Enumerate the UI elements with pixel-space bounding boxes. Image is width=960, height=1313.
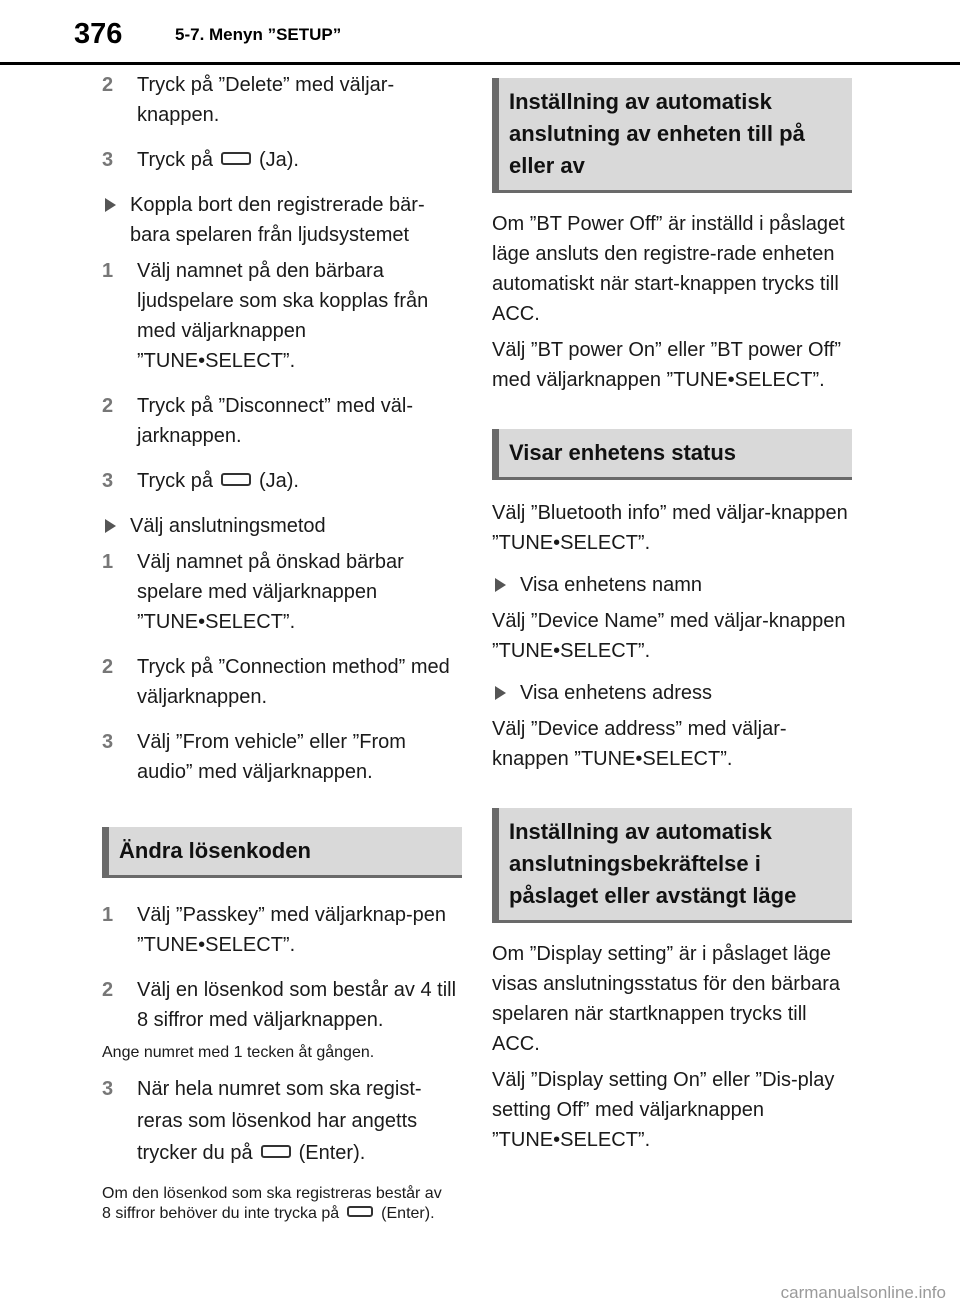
paragraph-device-name: Välj ”Device Name” med väljar-knappen ”T… (492, 610, 846, 662)
button-icon (347, 1206, 374, 1218)
step-disconnect: 2 Tryck på ”Disconnect” med väl-jarknapp… (102, 391, 462, 451)
step-digits: 2 Välj en lösenkod som består av 4 till … (102, 975, 462, 1035)
step-select-player: 1 Välj namnet på den bärbara ljudspelare… (102, 256, 462, 376)
paragraph-bt-power-off: Om ”BT Power Off” är inställd i påslaget… (492, 213, 845, 325)
subheading-device-address: Visa enhetens adress (492, 678, 852, 708)
step-number: 1 (102, 551, 114, 573)
section-title: 5-7. Menyn ”SETUP” (175, 25, 342, 44)
heading-connection-confirmation: Inställning av automatisk anslutningsbek… (492, 808, 852, 923)
step-number: 3 (102, 470, 114, 492)
right-column: Inställning av automatisk anslutning av … (492, 70, 852, 1161)
note-one-char: Ange numret med 1 tecken åt gången. (102, 1044, 375, 1061)
step-text: När hela numret som ska regist-reras som… (137, 1078, 422, 1164)
step-confirm-yes: 3 Tryck på (Ja). (102, 466, 462, 496)
triangle-bullet-icon (105, 198, 116, 212)
heading-device-status: Visar enhetens status (492, 429, 852, 480)
step-text: Tryck på (137, 149, 213, 171)
button-icon (220, 152, 251, 166)
note-text: Om den lösenkod som ska registreras best… (102, 1185, 442, 1222)
step-number: 2 (102, 74, 114, 96)
subheading-text: Välj anslutningsmetod (130, 515, 326, 537)
step-confirm-yes: 3 Tryck på (Ja). (102, 145, 462, 175)
step-connection-method: 2 Tryck på ”Connection method” med välja… (102, 652, 462, 712)
button-icon (220, 473, 251, 487)
step-text: Välj ”From vehicle” eller ”From audio” m… (137, 731, 406, 783)
button-icon (260, 1145, 291, 1159)
step-passkey: 1 Välj ”Passkey” med väljarknap-pen ”TUN… (102, 900, 462, 960)
step-delete: 2 Tryck på ”Delete” med väljar-knappen. (102, 70, 462, 130)
step-number: 1 (102, 260, 114, 282)
page-header: 376 5-7. Menyn ”SETUP” (0, 0, 960, 72)
step-text: Tryck på ”Disconnect” med väl-jarknappen… (137, 395, 413, 447)
step-number: 1 (102, 904, 114, 926)
step-number: 3 (102, 1078, 114, 1100)
heading-auto-connect: Inställning av automatisk anslutning av … (492, 78, 852, 193)
subheading-text: Visa enhetens namn (520, 574, 702, 596)
triangle-bullet-icon (105, 519, 116, 533)
subheading-text: Visa enhetens adress (520, 682, 712, 704)
left-column: 2 Tryck på ”Delete” med väljar-knappen. … (102, 70, 462, 1234)
step-number: 3 (102, 149, 114, 171)
paragraph-device-address: Välj ”Device address” med väljar-knappen… (492, 718, 787, 770)
paragraph-display-setting-select: Välj ”Display setting On” eller ”Dis-pla… (492, 1069, 835, 1151)
step-text: Välj ”Passkey” med väljarknap-pen ”TUNE•… (137, 904, 447, 956)
step-text-tail: (Ja). (258, 149, 299, 171)
step-select-player: 1 Välj namnet på önskad bärbar spelare m… (102, 547, 462, 637)
step-number: 3 (102, 731, 114, 753)
step-text: Tryck på ”Connection method” med väljark… (137, 656, 450, 708)
step-text: Välj en lösenkod som består av 4 till 8 … (137, 979, 457, 1031)
paragraph-display-setting: Om ”Display setting” är i påslaget läge … (492, 943, 840, 1055)
header-divider (0, 62, 960, 65)
heading-change-passkey: Ändra lösenkoden (102, 827, 462, 878)
note-text-tail: (Enter). (381, 1205, 435, 1222)
triangle-bullet-icon (495, 686, 506, 700)
note-eight-digits: Om den lösenkod som ska registreras best… (102, 1184, 442, 1224)
subheading-device-name: Visa enhetens namn (492, 570, 852, 600)
watermark: carmanualsonline.info (780, 1283, 946, 1302)
step-text: Tryck på ”Delete” med väljar-knappen. (137, 74, 395, 126)
step-text-tail: (Ja). (258, 470, 299, 492)
paragraph-bluetooth-info: Välj ”Bluetooth info” med väljar-knappen… (492, 502, 848, 554)
step-text: Välj namnet på önskad bärbar spelare med… (137, 551, 404, 633)
step-from-vehicle: 3 Välj ”From vehicle” eller ”From audio”… (102, 727, 462, 787)
step-enter: 3 När hela numret som ska regist-reras s… (102, 1073, 462, 1169)
subheading-text: Koppla bort den registrerade bär-bara sp… (130, 194, 425, 246)
step-number: 2 (102, 656, 114, 678)
step-number: 2 (102, 395, 114, 417)
step-number: 2 (102, 979, 114, 1001)
paragraph-bt-power-select: Välj ”BT power On” eller ”BT power Off” … (492, 339, 842, 391)
subheading-disconnect: Koppla bort den registrerade bär-bara sp… (102, 190, 462, 250)
step-text: Tryck på (137, 470, 213, 492)
triangle-bullet-icon (495, 578, 506, 592)
page-number: 376 (74, 18, 123, 50)
step-text-tail: (Enter). (298, 1142, 366, 1164)
step-text: Välj namnet på den bärbara ljudspelare s… (137, 260, 429, 372)
subheading-method: Välj anslutningsmetod (102, 511, 462, 541)
